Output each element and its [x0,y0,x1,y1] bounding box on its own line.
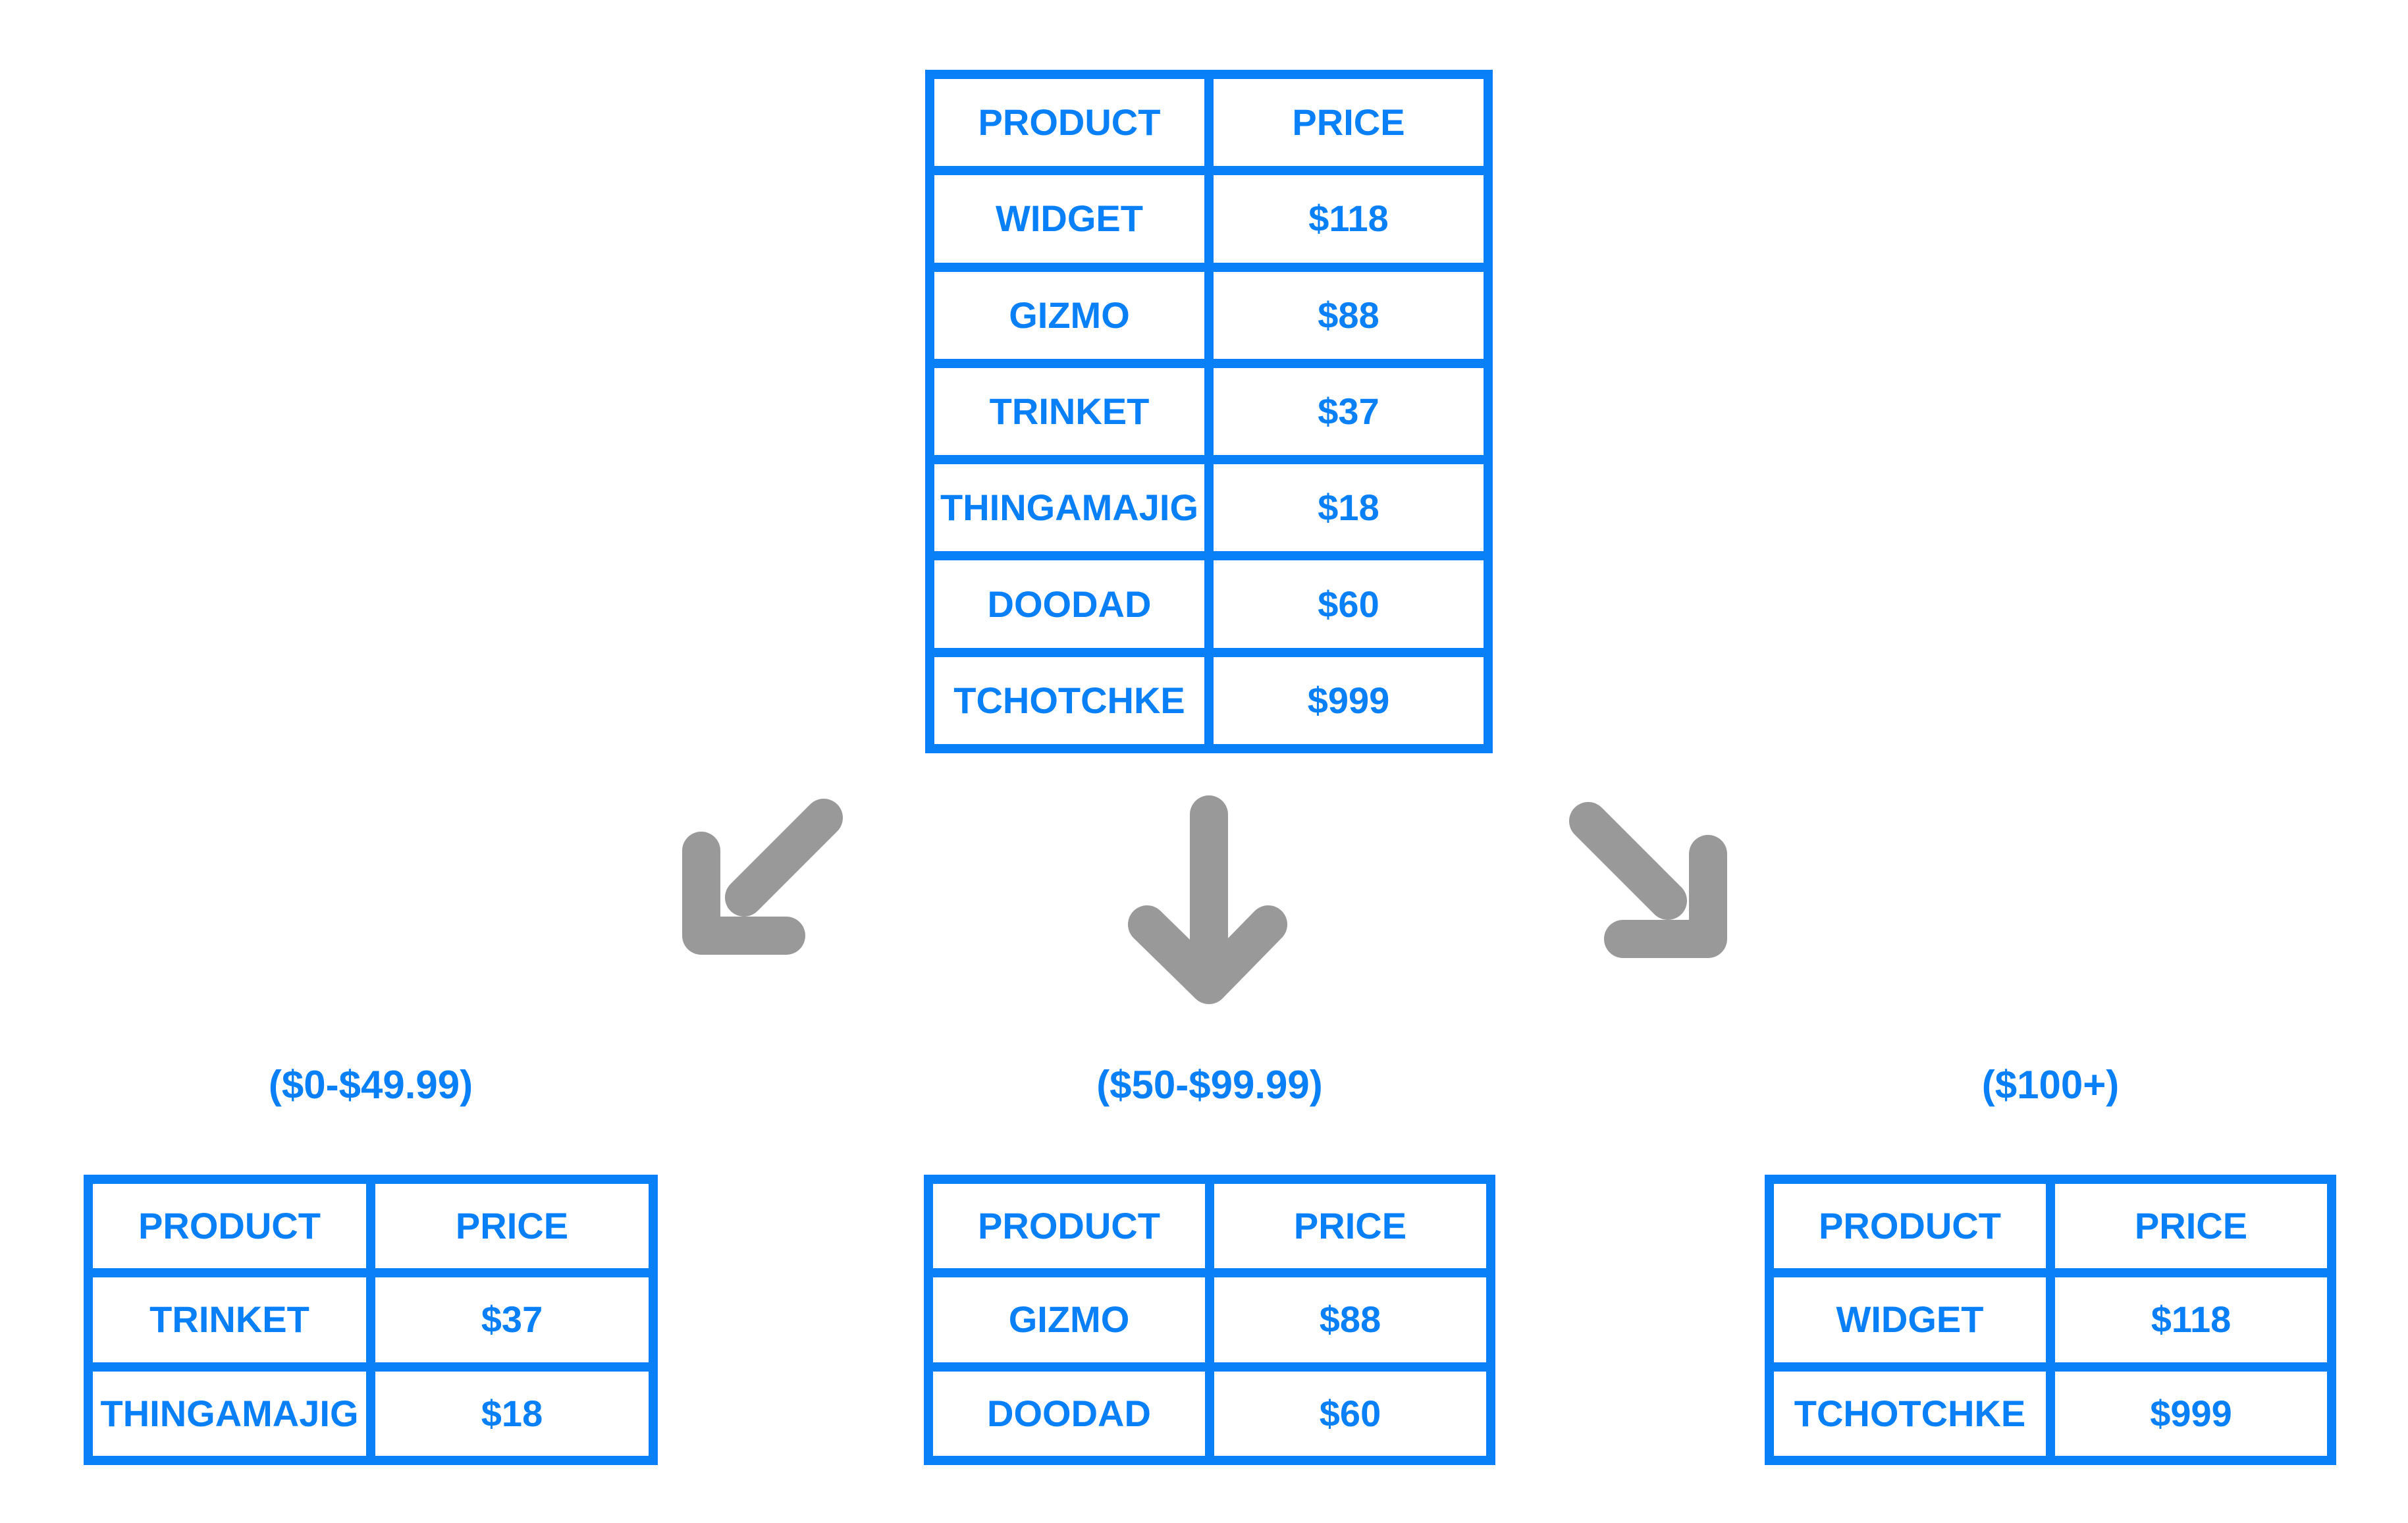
data-cell: GIZMO [934,271,1204,359]
data-cell: TCHOTCHKE [934,656,1204,744]
data-cell: $18 [1214,464,1484,552]
data-cell: WIDGET [934,175,1204,263]
data-cell: THINGAMAJIG [93,1371,366,1456]
header-cell: PRICE [1214,1184,1486,1269]
data-cell: DOODAD [934,560,1204,648]
header-cell: PRICE [1214,79,1484,167]
header-cell: PRODUCT [934,79,1204,167]
data-cell: DOODAD [933,1371,1205,1456]
data-cell: $18 [375,1371,649,1456]
header-cell: PRICE [375,1184,649,1269]
data-cell: $37 [375,1277,649,1362]
arrow-down-right-icon [1568,799,1727,959]
data-cell: TCHOTCHKE [1774,1371,2046,1456]
data-cell: $60 [1214,1371,1486,1456]
data-cell: THINGAMAJIG [934,464,1204,552]
data-cell: $88 [1214,271,1484,359]
data-cell: $88 [1214,1277,1486,1362]
data-cell: $60 [1214,560,1484,648]
header-cell: PRODUCT [1774,1184,2046,1269]
data-cell: GIZMO [933,1277,1205,1362]
price-range-label-low: ($0-$49.99) [268,1063,473,1107]
price-range-label-mid: ($50-$99.99) [1096,1063,1323,1107]
data-cell: $37 [1214,367,1484,456]
data-cell: $118 [2055,1277,2327,1362]
price-range-label-high: ($100+) [1981,1063,2120,1107]
data-cell: WIDGET [1774,1277,2046,1362]
data-cell: $999 [1214,656,1484,744]
data-cell: $118 [1214,175,1484,263]
header-cell: PRICE [2055,1184,2327,1269]
data-cell: $999 [2055,1371,2327,1456]
header-cell: PRODUCT [933,1184,1205,1269]
arrow-down-left-icon [682,799,843,955]
data-cell: TRINKET [93,1277,366,1362]
data-cell: TRINKET [934,367,1204,456]
arrow-down-icon [1128,795,1287,1004]
header-cell: PRODUCT [93,1184,366,1269]
